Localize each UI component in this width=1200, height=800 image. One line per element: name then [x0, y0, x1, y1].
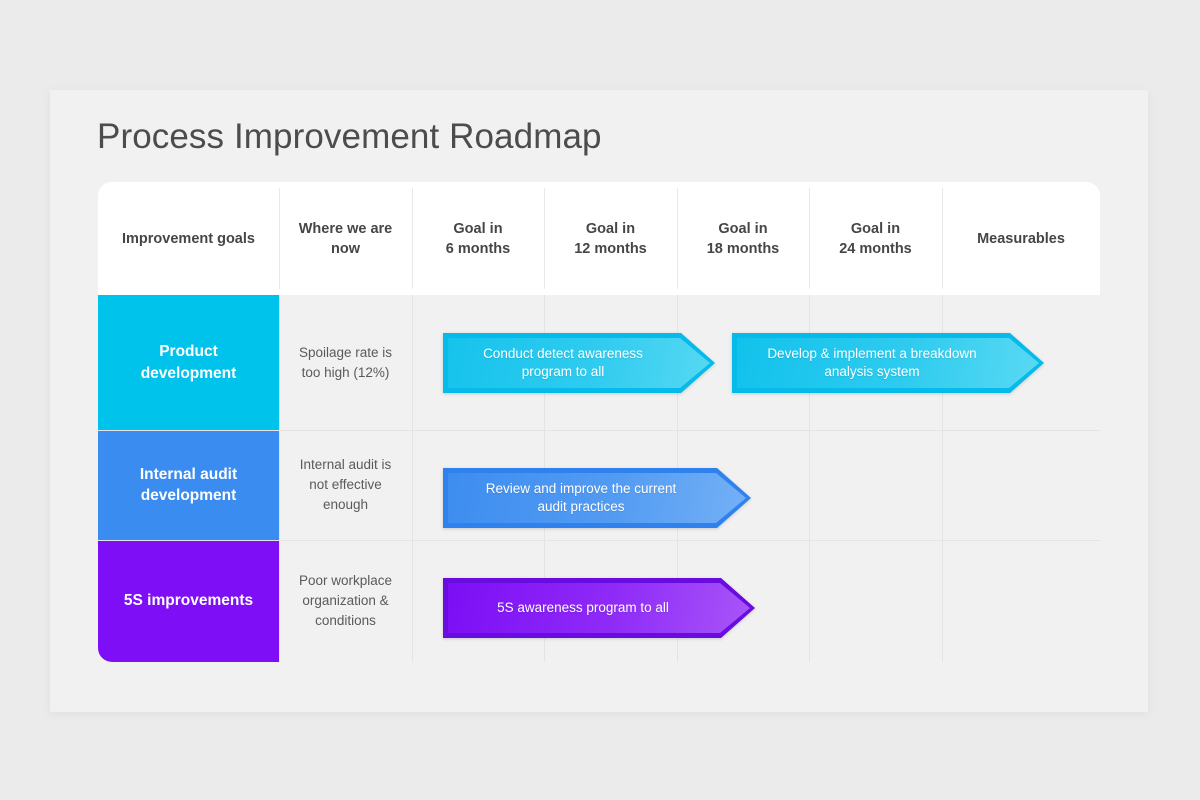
arrow-line-2: analysis system	[824, 364, 920, 379]
row-goal-label-5s-improvements: 5S improvements	[98, 540, 279, 662]
milestone-arrow-develop-breakdown-analysis[interactable]: Develop & implement a breakdown analysis…	[732, 333, 1044, 393]
milestone-arrow-layer: Conduct detect awareness program to all …	[98, 295, 1100, 662]
milestone-arrow-5s-awareness-program[interactable]: 5S awareness program to all	[443, 578, 755, 638]
state-line-1: Poor workplace	[298, 573, 393, 589]
state-line-2: organization &	[302, 593, 389, 609]
roadmap-table-card: Improvement goals Where we are now Goal …	[98, 182, 1100, 662]
arrow-label: 5S awareness program to all	[453, 578, 713, 638]
cell-goal-6-months-row-2	[412, 430, 544, 540]
column-header-goal-6-months: Goal in 6 months	[412, 182, 544, 295]
column-header-goal-18-months: Goal in 18 months	[677, 182, 809, 295]
header-line-2: now	[331, 240, 360, 257]
header-line-1: Where we are	[298, 220, 393, 237]
arrow-line-1: Develop & implement a breakdown	[767, 345, 977, 361]
arrow-inner-shape	[448, 338, 710, 388]
column-header-goal-24-months: Goal in 24 months	[809, 182, 942, 295]
row-current-state-product-development: Spoilage rate is too high (12%)	[279, 295, 412, 430]
goal-label-text: 5S improvements	[124, 590, 253, 611]
cell-goal-6-months-row-3	[412, 540, 544, 662]
column-header-label: Where we are now	[299, 219, 393, 259]
arrow-line-1: Conduct detect awareness	[483, 345, 643, 361]
header-line-1: Goal in	[453, 220, 503, 237]
goal-line-1: 5S improvements	[123, 592, 254, 610]
header-line-1: Goal in	[585, 220, 636, 237]
header-line-2: 6 months	[445, 240, 511, 257]
arrow-line-2: audit practices	[537, 499, 625, 514]
column-header-label: Improvement goals	[122, 230, 255, 247]
arrow-line-2: program to all	[521, 364, 605, 379]
state-line-2: not effective	[309, 477, 382, 493]
arrow-label-text: 5S awareness program to all	[497, 599, 669, 617]
arrow-inner-shape	[448, 583, 750, 633]
header-line-1: Goal in	[850, 220, 901, 237]
arrow-inner-shape	[737, 338, 1039, 388]
arrow-label: Review and improve the current audit pra…	[453, 468, 709, 528]
goal-line-1: Internal audit	[139, 465, 238, 483]
column-header-label: Goal in 24 months	[839, 219, 912, 259]
table-row: Internal audit development Internal audi…	[98, 430, 1100, 540]
slide-panel: Process Improvement Roadmap Improvement …	[50, 90, 1148, 712]
cell-measurables-row-2	[942, 430, 1100, 540]
column-header-label: Goal in 6 months	[446, 219, 510, 259]
state-line-3: conditions	[315, 612, 376, 628]
header-line-2: 12 months	[574, 240, 647, 257]
column-header-improvement-goals: Improvement goals	[98, 182, 279, 295]
goal-line-1: Product	[159, 343, 218, 361]
cell-goal-6-months-row-1	[412, 295, 544, 430]
column-header-where-we-are-now: Where we are now	[279, 182, 412, 295]
goal-label-text: Product development	[141, 341, 237, 383]
column-header-measurables: Measurables	[942, 182, 1100, 295]
arrow-label-text: Develop & implement a breakdown analysis…	[767, 345, 976, 381]
column-header-label: Goal in 12 months	[574, 219, 647, 259]
column-header-goal-12-months: Goal in 12 months	[544, 182, 677, 295]
state-text: Poor workplace organization & conditions	[299, 571, 392, 630]
arrow-label-text: Conduct detect awareness program to all	[483, 345, 643, 381]
header-line-2: 24 months	[839, 240, 912, 257]
column-header-label: Measurables	[977, 230, 1065, 247]
goal-line-2: development	[140, 364, 237, 382]
state-text: Spoilage rate is too high (12%)	[299, 343, 392, 382]
table-header-row: Improvement goals Where we are now Goal …	[98, 182, 1100, 295]
state-line-3: enough	[322, 496, 369, 512]
arrow-inner-shape	[448, 473, 746, 523]
goal-label-text: Internal audit development	[140, 464, 237, 506]
header-line-1: Goal in	[718, 220, 768, 237]
cell-goal-24-months-row-2	[809, 430, 942, 540]
table-row: 5S improvements Poor workplace organizat…	[98, 540, 1100, 662]
row-current-state-5s-improvements: Poor workplace organization & conditions	[279, 540, 412, 662]
row-goal-label-product-development: Product development	[98, 295, 279, 430]
goal-line-2: development	[140, 487, 237, 504]
arrow-line-1: 5S awareness program to all	[497, 599, 669, 615]
arrow-label-text: Review and improve the current audit pra…	[486, 480, 677, 516]
column-header-label: Goal in 18 months	[707, 219, 780, 259]
row-current-state-internal-audit-development: Internal audit is not effective enough	[279, 430, 412, 540]
header-line-2: 18 months	[706, 240, 780, 257]
state-line-1: Internal audit is	[299, 457, 392, 473]
cell-measurables-row-3	[942, 540, 1100, 662]
page-title: Process Improvement Roadmap	[97, 117, 602, 156]
state-line-2: too high (12%)	[301, 364, 390, 380]
arrow-line-1: Review and improve the current	[485, 480, 677, 496]
milestone-arrow-conduct-detect-awareness[interactable]: Conduct detect awareness program to all	[443, 333, 715, 393]
arrow-label: Conduct detect awareness program to all	[453, 333, 673, 393]
milestone-arrow-review-improve-audit-practices[interactable]: Review and improve the current audit pra…	[443, 468, 751, 528]
arrow-label: Develop & implement a breakdown analysis…	[742, 333, 1002, 393]
cell-goal-24-months-row-3	[809, 540, 942, 662]
state-line-1: Spoilage rate is	[298, 344, 393, 360]
row-goal-label-internal-audit-development: Internal audit development	[98, 430, 279, 540]
state-text: Internal audit is not effective enough	[300, 455, 392, 514]
